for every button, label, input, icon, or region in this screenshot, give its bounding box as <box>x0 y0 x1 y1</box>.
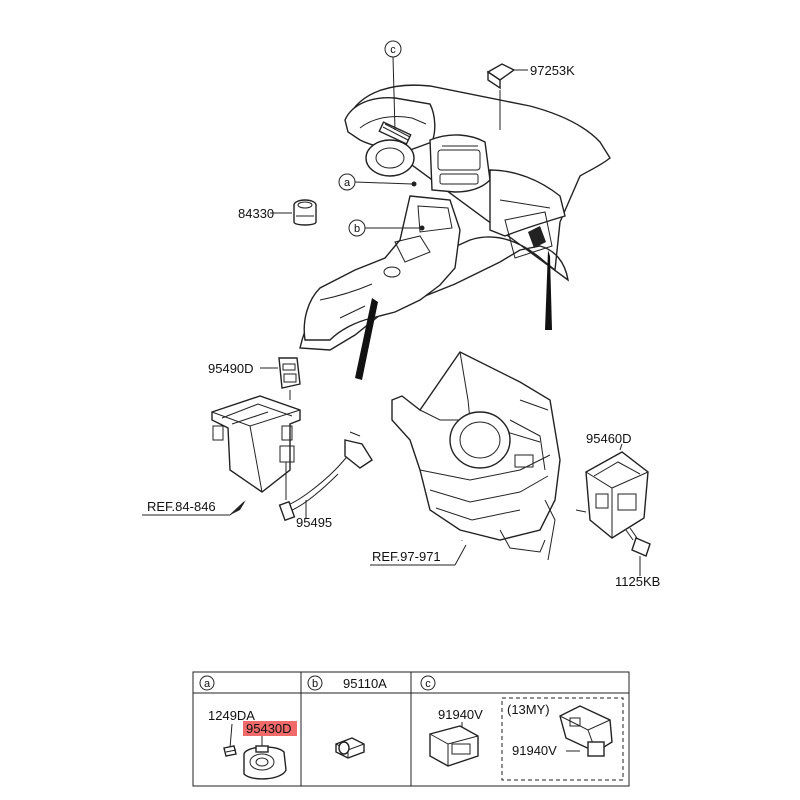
label-91940v-variant: 91940V <box>512 743 557 758</box>
label-95495: 95495 <box>296 515 332 530</box>
dashboard-assembly <box>299 84 611 351</box>
table-header-c: c <box>420 675 436 691</box>
svg-text:b: b <box>354 223 360 235</box>
callout-b-top: b <box>348 219 425 237</box>
part-91940v-left <box>429 722 479 767</box>
label-95430d: 95430D <box>246 721 292 736</box>
part-1125kb <box>625 527 651 576</box>
callout-a-top: a <box>338 173 417 191</box>
part-97253k <box>486 63 528 130</box>
variant-box <box>501 697 624 781</box>
label-91940v-left: 91940V <box>438 707 483 722</box>
label-95490d: 95490D <box>208 361 254 376</box>
svg-text:b: b <box>312 678 318 690</box>
part-95490d <box>260 357 301 400</box>
svg-text:c: c <box>425 678 431 690</box>
part-95495-cable <box>278 431 373 522</box>
ref-97-971: REF.97-971 <box>372 549 441 564</box>
part-95460d <box>575 443 649 539</box>
part-1249da-screw <box>223 723 237 757</box>
callout-c-top: c <box>384 40 402 131</box>
ref-84-846: REF.84-846 <box>147 499 216 514</box>
label-95110a: 95110A <box>343 676 387 691</box>
table-header-a: a <box>199 675 215 691</box>
part-95430d-sensor <box>243 736 287 780</box>
console-box <box>211 395 301 500</box>
highlight-95430d <box>243 721 297 736</box>
svg-text:c: c <box>390 44 396 56</box>
label-1125kb: 1125KB <box>615 574 660 589</box>
part-84330 <box>270 199 317 226</box>
part-91940v-variant <box>559 705 613 757</box>
svg-text:a: a <box>344 177 351 189</box>
label-97253k: 97253K <box>530 63 575 78</box>
label-84330: 84330 <box>238 206 274 221</box>
label-95460d: 95460D <box>586 431 632 446</box>
hvac-assembly <box>391 351 561 561</box>
svg-text:a: a <box>204 678 211 690</box>
part-95110a-connector <box>335 737 365 759</box>
table-header-b: b <box>307 675 323 691</box>
label-variant-13my: (13MY) <box>507 702 550 717</box>
label-1249da: 1249DA <box>208 708 255 723</box>
